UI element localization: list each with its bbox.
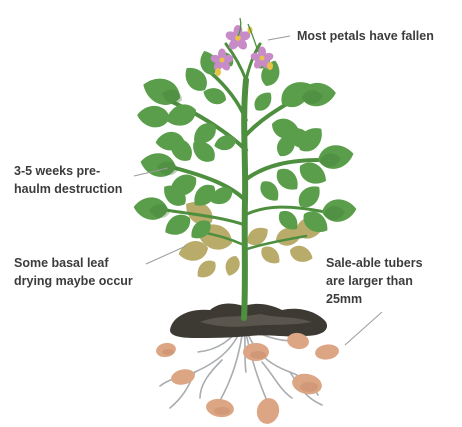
tuber [170,367,197,387]
leader-petals [268,36,290,40]
callout-line: Some basal leaf [14,254,133,272]
callout-line: Most petals have fallen [297,27,434,45]
tuber [254,396,282,427]
callout-weeks-pre-haulm: 3-5 weeks pre- haulm destruction [14,162,122,198]
callout-saleable-tubers: Sale-able tubers are larger than 25mm [326,254,423,308]
callout-line: 25mm [326,290,423,308]
callout-line: drying maybe occur [14,272,133,290]
callout-line: are larger than [326,272,423,290]
callout-petals-fallen: Most petals have fallen [297,27,434,45]
callout-line: haulm destruction [14,180,122,198]
tubers [155,331,340,426]
callout-basal-leaf-drying: Some basal leaf drying maybe occur [14,254,133,290]
callout-line: Sale-able tubers [326,254,423,272]
tuber [314,343,340,361]
leader-tubers [345,312,382,345]
callout-line: 3-5 weeks pre- [14,162,122,180]
